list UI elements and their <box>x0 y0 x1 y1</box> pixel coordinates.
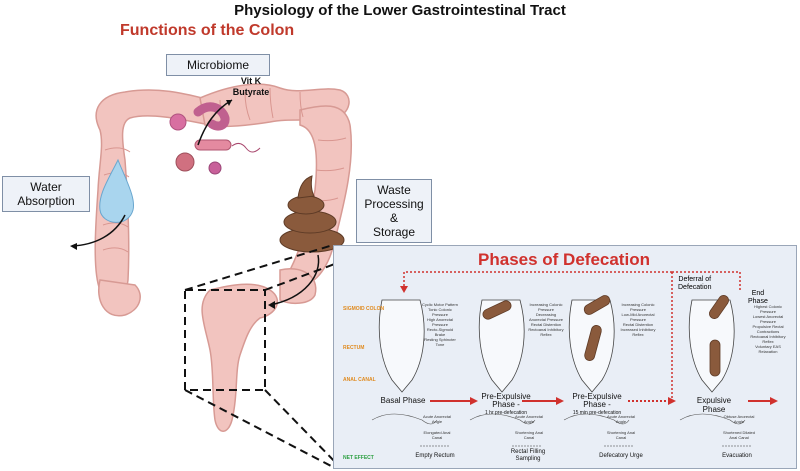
stage-pre-2-title: Pre-Expulsive Phase - <box>572 392 622 409</box>
colon-section-title: Functions of the Colon <box>120 22 295 39</box>
angle-pre-1: Acute Anorectal Angle <box>514 414 544 424</box>
note: Increasing Colonic Pressure <box>621 302 655 312</box>
canal-basal: Elongated Anal Canal <box>423 430 451 440</box>
note: Lowest Anorectal Pressure <box>752 314 784 324</box>
end-line-2: Phase <box>748 298 768 305</box>
canal-expulsive: Shortened Dilated Anal Canal <box>722 430 756 440</box>
deferral-label: Deferral of Defecation <box>678 276 711 292</box>
effect-rectal-filling: Rectal Filling Sampling <box>510 449 546 462</box>
region-rectum: RECTUM <box>343 345 365 351</box>
canal-pre-2: Shortening Anal Canal <box>606 430 636 440</box>
note: Rectoanal Inhibitory Reflex <box>528 327 564 337</box>
microbiome-label: Microbiome <box>166 54 270 76</box>
note: Propulsive Rectal Contractions <box>752 324 784 334</box>
storage-line: Storage <box>372 225 416 239</box>
note: Cyclic Motor Pattern <box>422 302 459 307</box>
deferral-line-1: Deferral of <box>678 276 712 283</box>
note: Voluntary EAS Relaxation <box>755 344 781 354</box>
deferral-line-2: Defecation <box>678 284 712 291</box>
ampersand-line: & <box>389 211 398 225</box>
note: Increasing Colonic Pressure <box>529 302 563 312</box>
effect-evacuation: Evacuation <box>722 453 752 459</box>
note: Rectal Distention <box>530 322 562 327</box>
absorption-line: Absorption <box>17 194 75 208</box>
processing-line: Processing <box>364 197 424 211</box>
note: Highest Colonic Pressure <box>753 304 782 314</box>
notes-expulsive: Highest Colonic Pressure Lowest Anorecta… <box>746 304 790 354</box>
stage-pre-1-title: Pre-Expulsive Phase - <box>481 392 531 409</box>
stage-expulsive: Expulsive Phase <box>696 396 732 414</box>
note: Increased Inhibitory Reflex <box>620 327 656 337</box>
waste-label: Waste Processing & Storage <box>356 179 432 243</box>
vitk-label: Vit K <box>240 76 262 86</box>
note: Rectal Distention <box>622 322 654 327</box>
region-net-effect: NET EFFECT <box>343 455 374 461</box>
region-sigmoid: SIGMOID COLON <box>343 306 385 312</box>
stage-pre-expulsive-2: Pre-Expulsive Phase - 15 min pre-defecat… <box>564 393 630 417</box>
water-absorption-label: Water Absorption <box>2 176 90 212</box>
note: Recto-Sigmoid Brake <box>426 327 454 337</box>
note: Decreasing Anorectal Pressure <box>528 312 563 322</box>
effect-empty-rectum: Empty Rectum <box>415 453 455 459</box>
note: Low-Mid Anorectal Pressure <box>621 312 655 322</box>
angle-basal: Acute Anorectal Angle <box>422 414 452 424</box>
canal-pre-1: Shortening Anal Canal <box>514 430 544 440</box>
stage-pre-expulsive-1: Pre-Expulsive Phase - 1 hr pre-defecatio… <box>476 393 536 417</box>
notes-pre-2: Increasing Colonic Pressure Low-Mid Anor… <box>618 302 658 337</box>
region-anal-canal: ANAL CANAL <box>343 377 376 383</box>
note: Rectoanal Inhibitory Reflex <box>750 334 786 344</box>
notes-pre-1: Increasing Colonic Pressure Decreasing A… <box>528 302 564 337</box>
end-line-1: End <box>751 290 765 297</box>
effect-defecatory-urge: Defecatory Urge <box>599 453 643 459</box>
angle-pre-2: Acute Anorectal Angle <box>606 414 636 424</box>
notes-basal: Cyclic Motor Pattern Tonic Colonic Press… <box>422 302 458 347</box>
water-line: Water <box>30 180 62 194</box>
note: Resting Sphincter Tone <box>424 337 456 347</box>
waste-line: Waste <box>377 183 411 197</box>
angle-expulsive: Obtuse Anorectal Angle <box>723 414 755 424</box>
stage-pre-2-sub: 15 min pre-defecation <box>572 410 622 416</box>
stage-pre-1-sub: 1 hr pre-defecation <box>485 410 527 416</box>
phases-title: Phases of Defecation <box>478 250 650 269</box>
butyrate-label: Butyrate <box>232 87 270 97</box>
note: High Anorectal Pressure <box>426 317 453 327</box>
page-title: Physiology of the Lower Gastrointestinal… <box>234 2 566 19</box>
stage-basal: Basal Phase <box>380 396 426 405</box>
note: Tonic Colonic Pressure <box>428 307 452 317</box>
end-phase-label: End Phase <box>748 290 768 306</box>
